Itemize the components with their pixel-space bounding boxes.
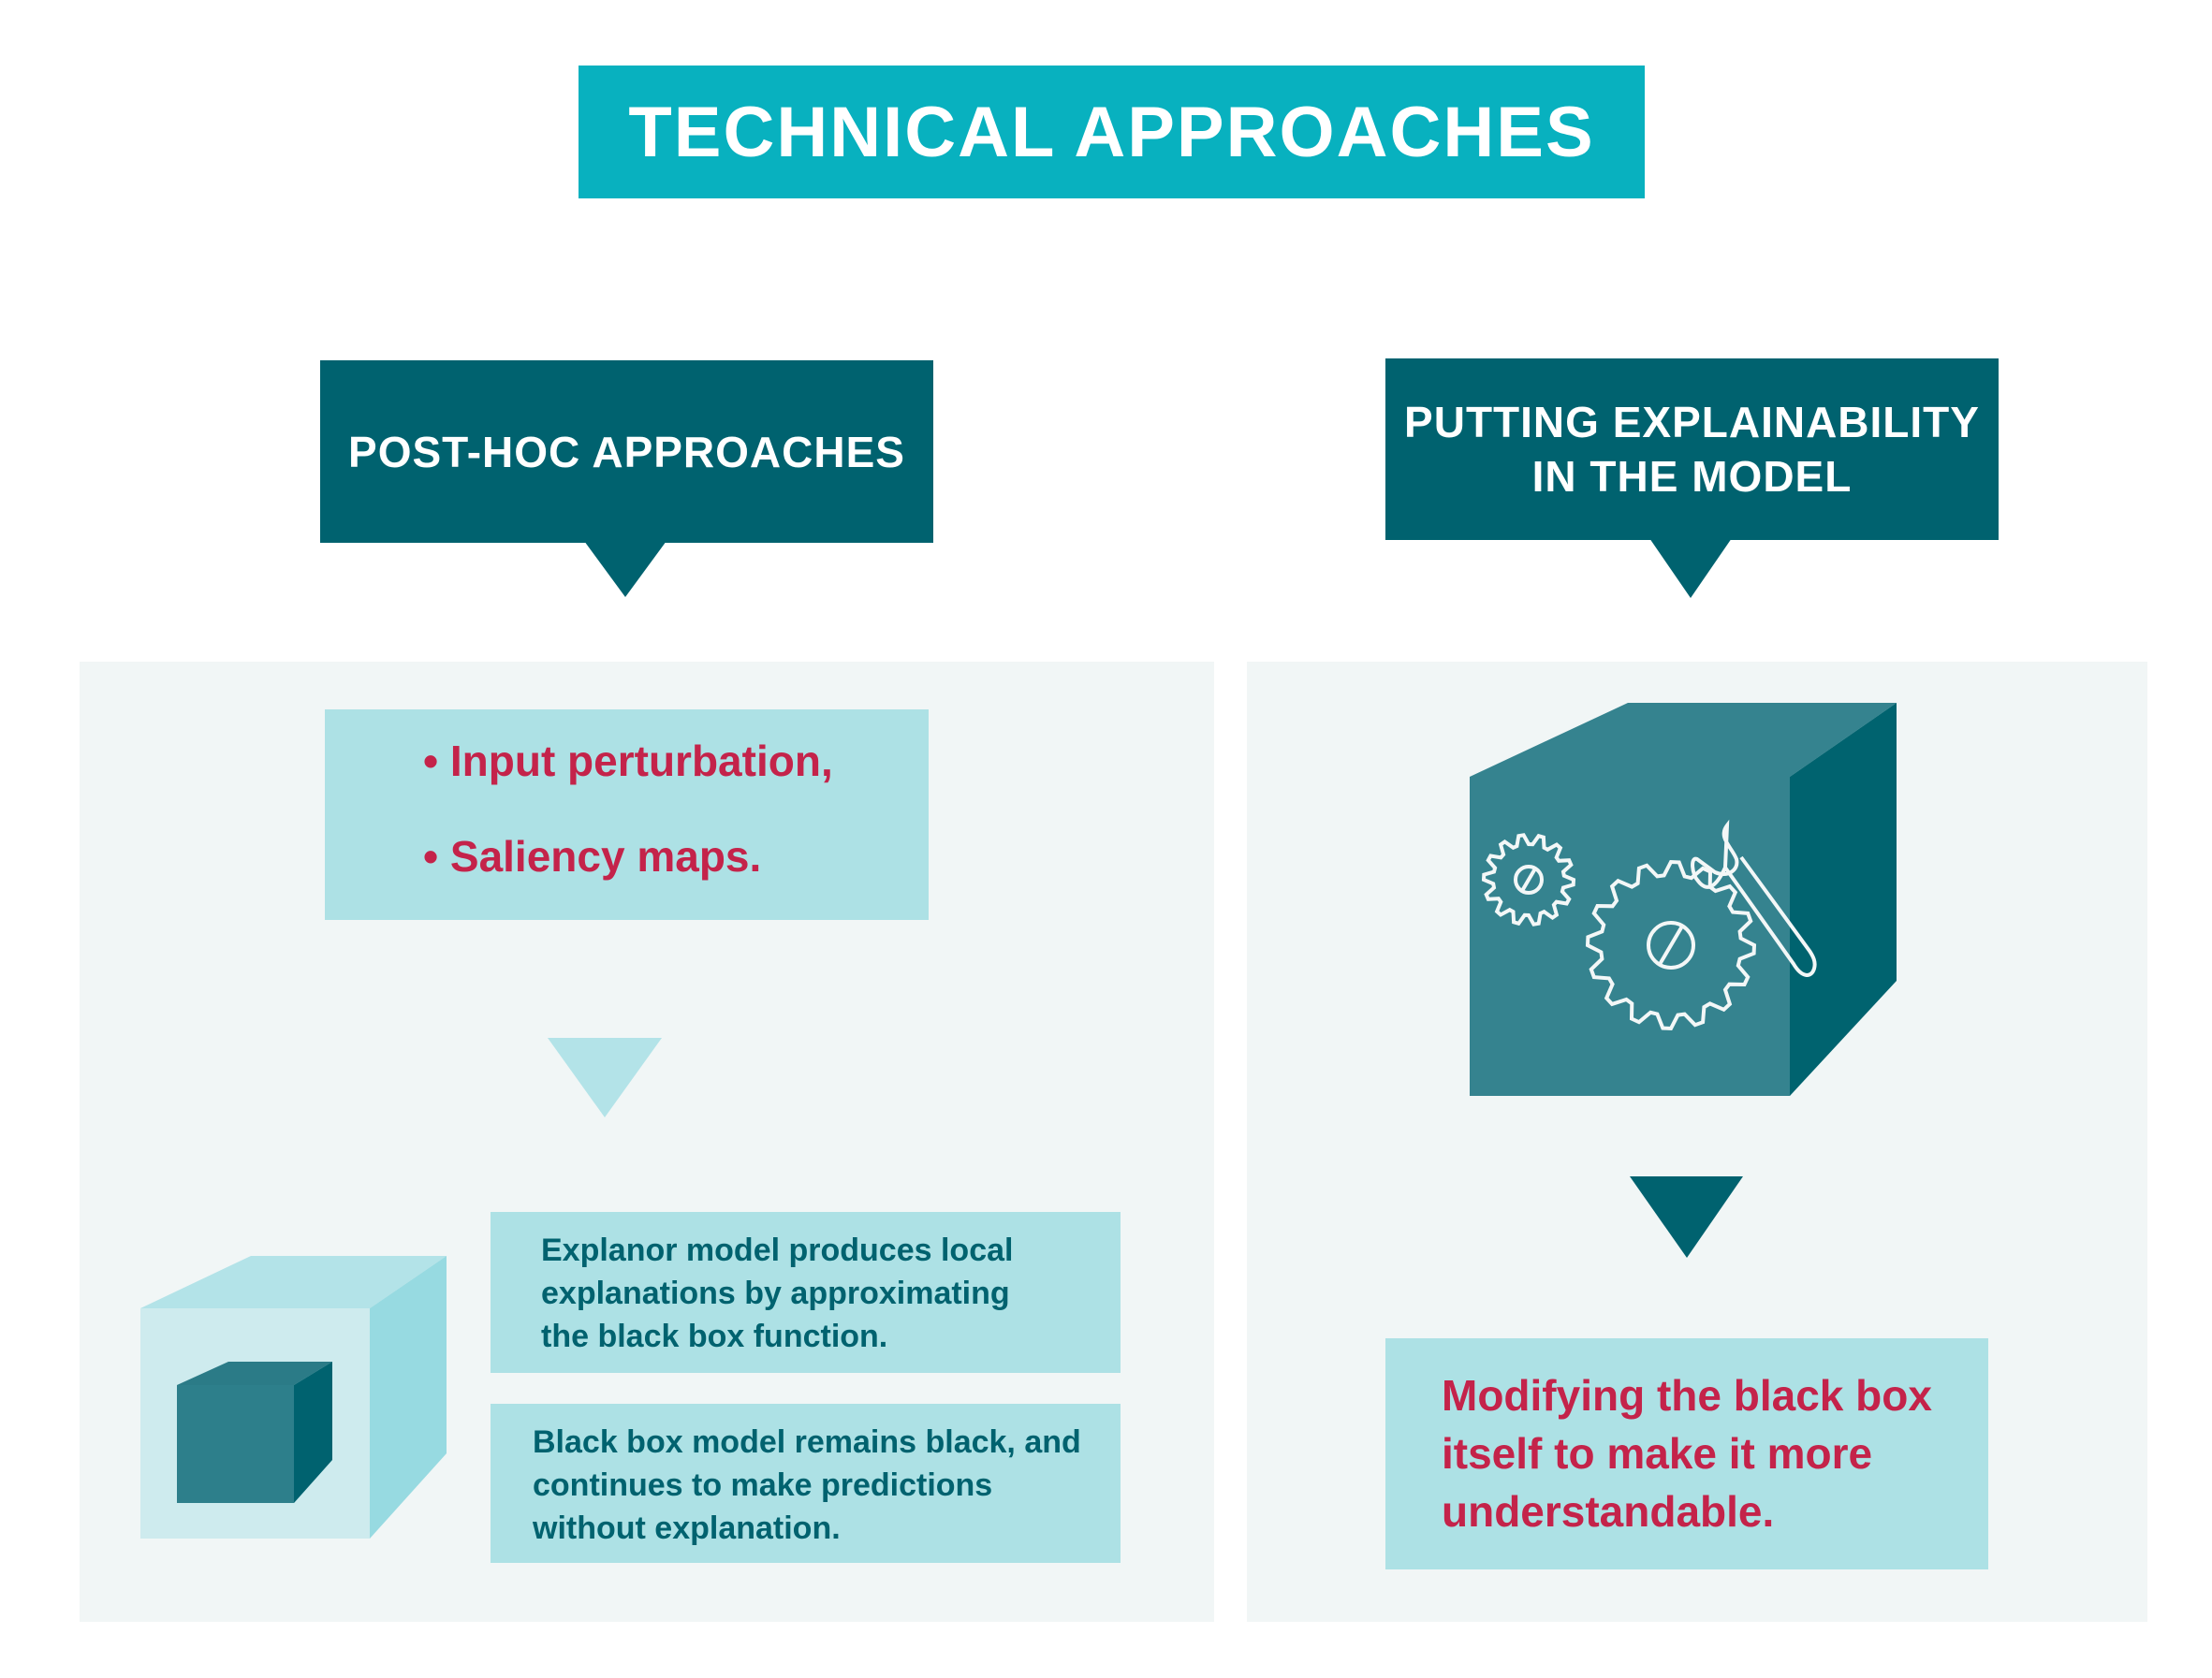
- blackbox-text: Black box model remains black, and conti…: [533, 1424, 1081, 1546]
- page-title-text: TECHNICAL APPROACHES: [628, 92, 1595, 172]
- right-header-pointer: [1649, 538, 1732, 598]
- cube-icon: [140, 1256, 447, 1539]
- in-model-header: PUTTING EXPLAINABILITY IN THE MODEL: [1385, 358, 1999, 540]
- in-model-header-line2: IN THE MODEL: [1531, 452, 1853, 501]
- post-hoc-header-text: POST-HOC APPROACHES: [348, 427, 905, 476]
- explanor-box: Explanor model produces local explanatio…: [491, 1212, 1121, 1373]
- gear-icon: [1481, 833, 1576, 927]
- arrow-down-icon: [548, 1038, 662, 1117]
- in-model-header-line1: PUTTING EXPLAINABILITY: [1404, 398, 1980, 446]
- bullet-saliency-maps: • Saliency maps.: [423, 832, 762, 881]
- gear-icon: [1585, 859, 1757, 1031]
- techniques-box: • Input perturbation, • Saliency maps.: [325, 709, 929, 920]
- left-header-pointer: [584, 541, 667, 597]
- bullet-input-perturbation: • Input perturbation,: [423, 737, 833, 785]
- result-box: Modifying the black box itself to make i…: [1385, 1338, 1988, 1569]
- page-title: TECHNICAL APPROACHES: [579, 66, 1645, 198]
- post-hoc-header: POST-HOC APPROACHES: [320, 360, 933, 543]
- explanor-text: Explanor model produces local explanatio…: [541, 1233, 1014, 1354]
- wrench-icon: [1691, 819, 1817, 977]
- cube-icon: [1470, 703, 1897, 1096]
- result-text: Modifying the black box itself to make i…: [1442, 1371, 1932, 1536]
- blackbox-box: Black box model remains black, and conti…: [491, 1404, 1121, 1563]
- arrow-down-icon: [1630, 1176, 1743, 1258]
